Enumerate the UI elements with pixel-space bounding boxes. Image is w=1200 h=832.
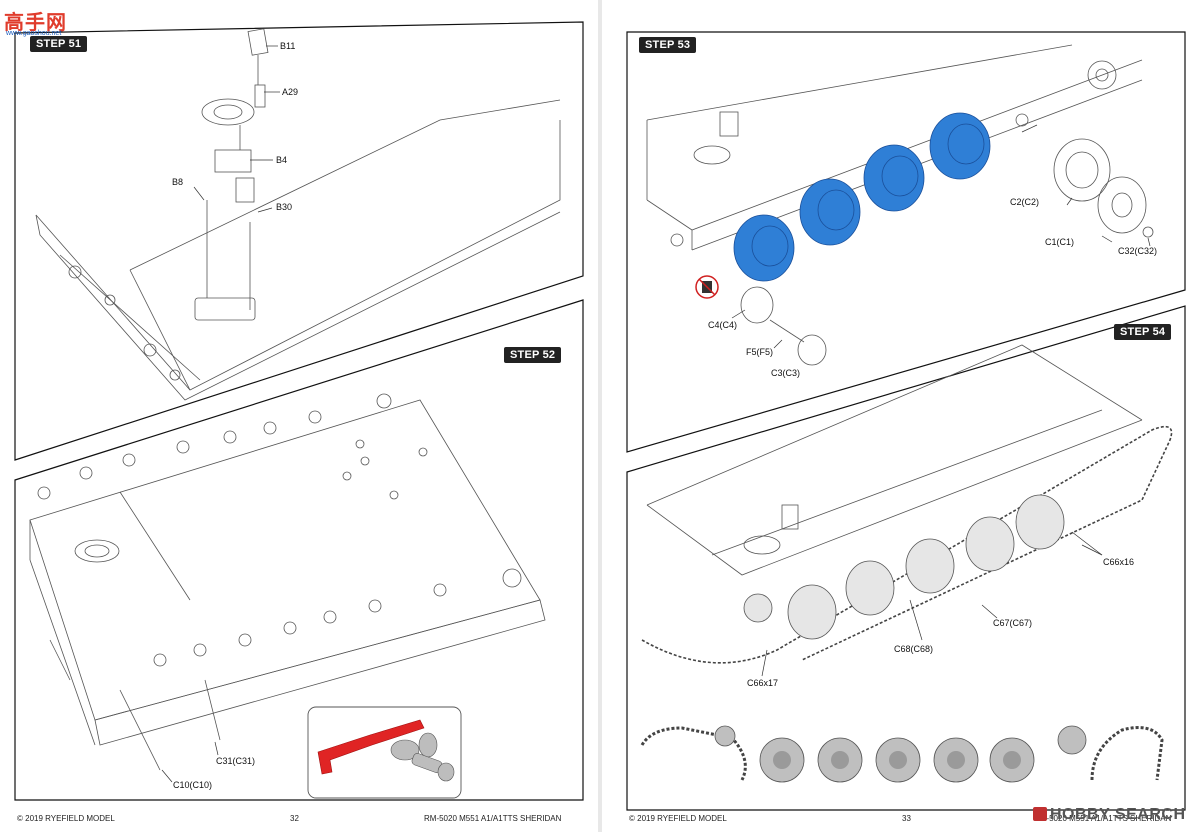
footer-page-number: 33 (902, 814, 911, 823)
manual-page-33: STEP 53 STEP 54 C2(C2) C1(C1) C32(C32) C… (602, 0, 1200, 832)
part-label-c3: C3(C3) (771, 368, 801, 378)
part-label-c10: C10(C10) (173, 780, 213, 790)
footer-copyright: © 2019 RYEFIELD MODEL (17, 814, 115, 823)
part-label-a29: A29 (282, 87, 299, 97)
part-label-c66x16: C66x16 (1103, 557, 1135, 567)
site-watermark-logo: 高手网 (4, 12, 67, 34)
hobby-search-text: HOBBY SEARCH (1050, 806, 1186, 823)
no-glue-icon (695, 275, 719, 299)
part-label-c2: C2(C2) (1010, 197, 1040, 207)
page-gutter (598, 0, 602, 832)
step54-track-run (641, 425, 1173, 664)
step53-panel-frame (626, 31, 1186, 453)
step53-leader-lines (731, 124, 1151, 349)
step54-leader-lines (761, 531, 1103, 677)
hobby-search-watermark: HOBBY SEARCH (1033, 806, 1186, 824)
track-reference-strip (640, 725, 1164, 783)
part-label-c67: C67(C67) (993, 618, 1033, 628)
step52-hull-drawing (29, 393, 546, 771)
part-label-c4: C4(C4) (708, 320, 738, 330)
part-label-f5: F5(F5) (746, 347, 773, 357)
step-53-badge: STEP 53 (639, 37, 697, 53)
step51-hull-drawing (35, 28, 561, 401)
part-label-b30: B30 (276, 202, 293, 212)
step52-inset-detail (307, 706, 462, 799)
part-label-b8: B8 (172, 177, 184, 187)
footer-page-number: 32 (290, 814, 299, 823)
step54-road-wheels (743, 494, 1065, 640)
part-label-b4: B4 (276, 155, 288, 165)
part-label-c68: C68(C68) (894, 644, 934, 654)
highlighted-arm-part (317, 719, 425, 775)
left-page-drawing (14, 21, 584, 801)
step52-leader-lines (161, 741, 219, 783)
part-label-c66x17: C66x17 (747, 678, 779, 688)
manual-page-32: STEP 51 STEP 52 B11 A29 B4 B8 B30 C31(C3… (0, 0, 598, 832)
part-label-c1: C1(C1) (1045, 237, 1075, 247)
right-page-drawing (626, 31, 1186, 811)
step53-road-wheels-highlighted (733, 112, 991, 282)
site-watermark-url: www.gaoshou.net (6, 30, 62, 37)
part-label-c31: C31(C31) (216, 756, 256, 766)
step51-leader-lines (193, 45, 280, 213)
step-51-badge: STEP 51 (30, 36, 88, 52)
footer-product: RM-5020 M551 A1/A1TTS SHERIDAN (424, 814, 562, 823)
step52-panel-frame (14, 299, 584, 801)
step54-panel-frame (626, 305, 1186, 811)
part-label-c32: C32(C32) (1118, 246, 1158, 256)
hobby-search-logo-icon (1033, 807, 1047, 821)
footer-product: RM-5020 M551 A1/A1TTS SHERIDAN (1034, 814, 1172, 823)
footer-copyright: © 2019 RYEFIELD MODEL (629, 814, 727, 823)
step51-panel-frame (14, 21, 584, 461)
step-54-badge: STEP 54 (1114, 324, 1172, 340)
step54-hull-drawing (646, 344, 1143, 576)
step-52-badge: STEP 52 (504, 347, 562, 363)
part-label-b11: B11 (280, 41, 296, 51)
